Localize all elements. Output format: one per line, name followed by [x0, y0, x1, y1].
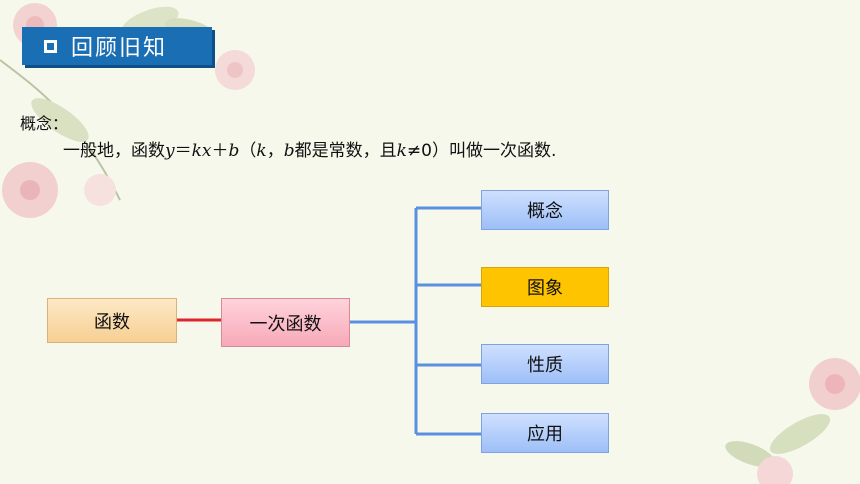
- definition-math: b: [228, 141, 240, 161]
- definition-math: kx: [191, 141, 212, 161]
- node-function[interactable]: 函数: [47, 298, 177, 343]
- definition-part: ≠0）叫做一次函数.: [406, 141, 557, 161]
- node-graph[interactable]: 图象: [481, 267, 609, 307]
- floral-decoration-bottom-right: [725, 358, 860, 484]
- floral-decoration-top-left: [0, 3, 255, 218]
- node-linear-function[interactable]: 一次函数: [221, 298, 350, 347]
- definition-part: ，: [266, 141, 284, 161]
- node-application[interactable]: 应用: [481, 413, 609, 453]
- node-properties[interactable]: 性质: [481, 344, 609, 384]
- node-concept[interactable]: 概念: [481, 190, 609, 230]
- definition-math: k: [396, 141, 407, 161]
- section-title-bar: 回顾旧知: [22, 27, 212, 65]
- definition-part: ＝: [174, 141, 192, 161]
- definition-part: （: [239, 141, 257, 161]
- definition-math: k: [256, 141, 267, 161]
- definition-math: b: [283, 141, 295, 161]
- concept-label: 概念：: [20, 114, 69, 133]
- definition-text: 一般地，函数y＝kx＋b（k，b都是常数，且k≠0）叫做一次函数.: [63, 136, 556, 161]
- definition-math: y: [165, 141, 175, 161]
- definition-part: ＋: [211, 141, 229, 161]
- square-icon: [44, 39, 57, 53]
- definition-part: 一般地，函数: [63, 141, 165, 161]
- definition-part: 都是常数，且: [294, 141, 397, 161]
- connector-tree: [350, 206, 481, 436]
- section-title: 回顾旧知: [71, 36, 168, 61]
